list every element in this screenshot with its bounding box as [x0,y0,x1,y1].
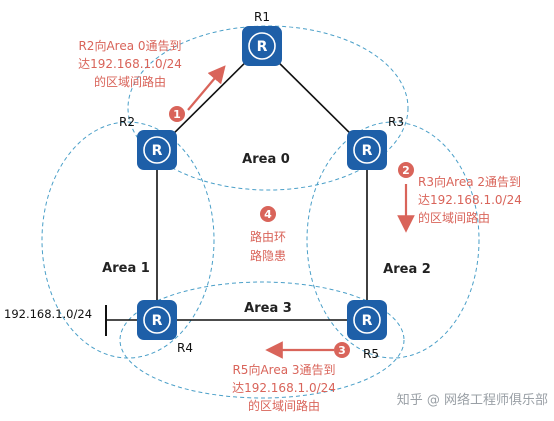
step3-line3: 的区域间路由 [248,398,320,413]
step1-badge [169,106,185,122]
router-r1-label: R1 [254,10,270,24]
step2-line1: R3向Area 2通告到 [418,174,521,189]
svg-text:R: R [152,313,163,329]
area2-boundary [306,121,480,359]
step2-line2: 达192.168.1.0/24 [418,193,522,207]
router-r2[interactable]: R [137,130,177,170]
step4-line1: 路由环 [250,229,286,244]
step1-number: 1 [173,108,181,121]
step4-number: 4 [264,208,272,221]
area-boundaries [41,25,480,399]
router-r3-label: R3 [388,115,404,129]
step1-arrow [187,65,226,111]
links [105,45,368,336]
router-r5-label: R5 [363,347,379,361]
step2-number: 2 [402,164,410,177]
step3-line2: 达192.168.1.0/24 [232,381,336,395]
step2-line3: 的区域间路由 [418,210,490,225]
step3-number: 3 [338,344,346,357]
router-r1[interactable]: R [242,26,282,66]
area0-boundary [127,25,409,191]
step1-line1: R2向Area 0通告到 [78,38,181,53]
step2-annotation: 2 R3向Area 2通告到 达192.168.1.0/24 的区域间路由 [397,162,522,233]
step4-line2: 路隐患 [250,248,286,263]
area1-boundary [41,121,215,359]
router-r5[interactable]: R [347,300,387,340]
area3-label: Area 3 [244,301,292,316]
step2-badge [398,162,414,178]
svg-text:R: R [152,143,163,159]
watermark: 知乎 @ 网络工程师俱乐部 [397,392,548,408]
svg-text:R: R [257,39,268,55]
step3-line1: R5向Area 3通告到 [232,362,335,377]
step3-annotation: 3 R5向Area 3通告到 达192.168.1.0/24 的区域间路由 [232,341,350,413]
area3-boundary [119,281,405,399]
step4-annotation: 4 路由环 路隐患 [250,206,286,263]
svg-text:R: R [362,313,373,329]
step1-line2: 达192.168.1.0/24 [78,57,182,71]
network-prefix-label: 192.168.1.0/24 [4,307,92,321]
router-r4-label: R4 [177,341,193,355]
step3-badge [334,342,350,358]
router-r2-label: R2 [119,115,135,129]
area1-label: Area 1 [102,261,150,276]
area2-label: Area 2 [383,262,431,277]
svg-text:R: R [362,143,373,159]
step4-badge [260,206,276,222]
area0-label: Area 0 [242,152,290,167]
router-r3[interactable]: R [347,130,387,170]
router-r4[interactable]: R [137,300,177,340]
step1-annotation: R2向Area 0通告到 达192.168.1.0/24 的区域间路由 1 [78,38,226,122]
step1-line3: 的区域间路由 [94,74,166,89]
